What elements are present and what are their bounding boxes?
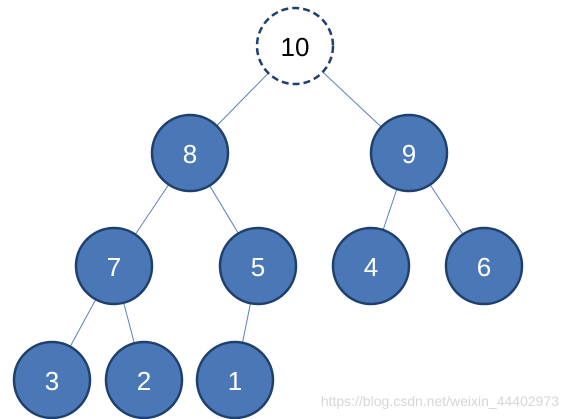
edge-n10-n8 [216, 72, 269, 127]
tree-node-10: 10 [255, 6, 335, 86]
node-circle [12, 340, 92, 419]
tree-nodes: 10 8 9 7 5 4 6 3 2 1 [12, 6, 524, 419]
node-circle [444, 226, 524, 306]
tree-node-4: 4 [331, 226, 411, 306]
edge-n7-n3 [69, 299, 97, 347]
node-label: 3 [45, 366, 59, 396]
node-label: 7 [107, 252, 121, 282]
node-label: 9 [402, 139, 416, 169]
node-label: 1 [228, 366, 242, 396]
tree-node-1: 1 [195, 340, 275, 419]
tree-node-3: 3 [12, 340, 92, 419]
tree-node-8: 8 [150, 113, 230, 193]
tree-edges [69, 71, 464, 347]
tree-node-5: 5 [218, 226, 298, 306]
edge-n8-n7 [134, 184, 170, 235]
node-circle [255, 6, 335, 86]
edge-n5-n1 [242, 303, 251, 343]
node-circle [218, 226, 298, 306]
tree-node-7: 7 [74, 226, 154, 306]
node-circle [331, 226, 411, 306]
tree-node-9: 9 [369, 113, 449, 193]
node-label: 8 [183, 139, 197, 169]
edge-n9-n6 [429, 184, 464, 235]
node-label: 6 [477, 252, 491, 282]
tree-node-2: 2 [104, 340, 184, 419]
node-label: 2 [137, 366, 151, 396]
node-circle [195, 340, 275, 419]
edge-n8-n5 [209, 185, 239, 234]
node-circle [369, 113, 449, 193]
edge-n7-n2 [123, 302, 135, 344]
node-label: 5 [251, 252, 265, 282]
node-circle [74, 226, 154, 306]
tree-node-6: 6 [444, 226, 524, 306]
node-label: 4 [364, 252, 378, 282]
node-label: 10 [281, 32, 310, 62]
node-circle [150, 113, 230, 193]
edge-n10-n9 [322, 71, 382, 128]
watermark-text: https://blog.csdn.net/weixin_44402973 [320, 393, 559, 409]
node-circle [104, 340, 184, 419]
edge-n9-n4 [382, 188, 398, 231]
